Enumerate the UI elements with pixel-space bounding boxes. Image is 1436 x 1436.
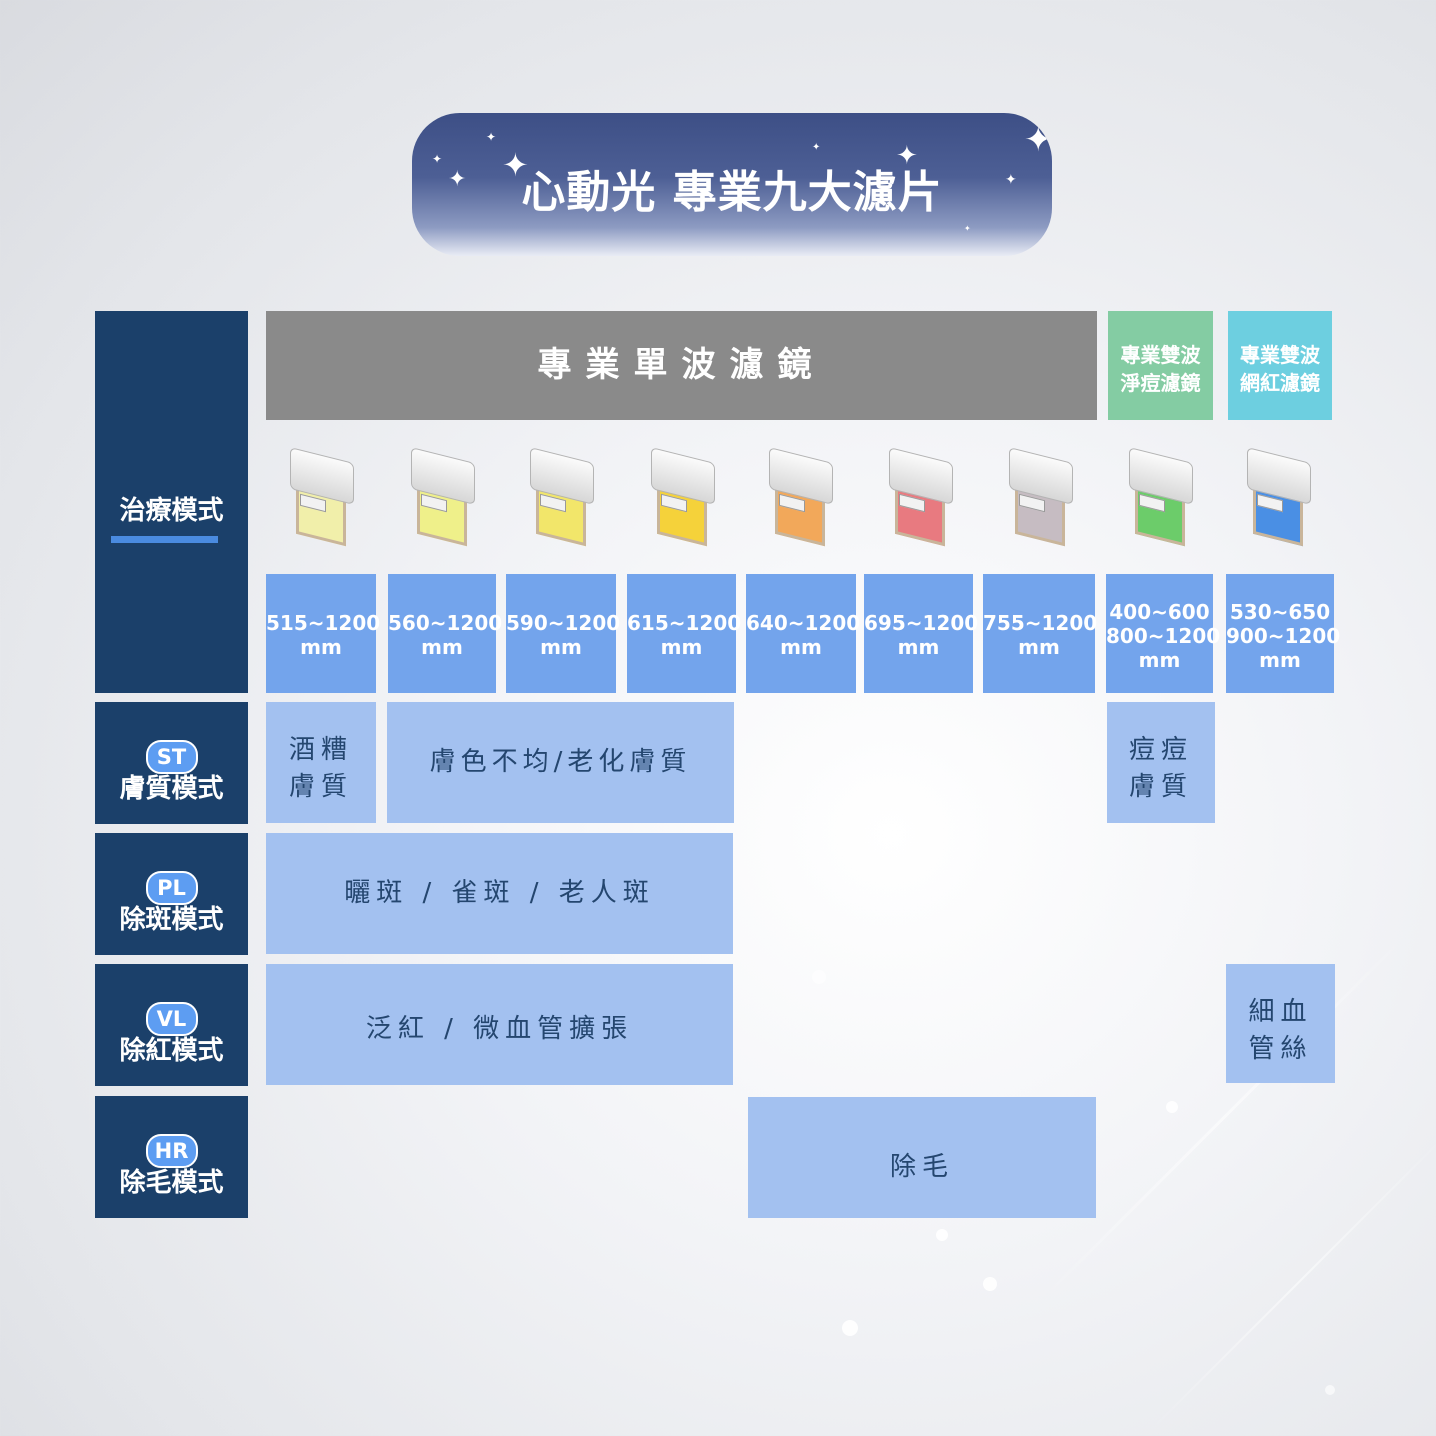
bokeh-dot — [936, 1229, 948, 1241]
bokeh-dot — [983, 1277, 997, 1291]
sparkle-icon: ✦ — [964, 224, 971, 233]
wavelength-range: 755~1200 — [983, 611, 1098, 635]
header-single-wave: 專業單波濾鏡 — [266, 311, 1097, 420]
wavelength-unit: mm — [300, 635, 342, 659]
page-title: 心動光 專業九大濾片 — [521, 167, 943, 218]
wavelength-range: 400~600 — [1109, 600, 1210, 624]
wavelength-range: 530~650 — [1229, 600, 1331, 624]
wavelength-range: 900~1200 — [1226, 624, 1341, 648]
treatment-spider-veins: 細血 管絲 — [1226, 964, 1335, 1083]
treatment-spots: 曬斑 / 雀斑 / 老人斑 — [266, 833, 733, 954]
treatment-label: 膚色不均/老化膚質 — [429, 747, 692, 777]
wavelength-cell: 615~1200 mm — [627, 574, 742, 693]
header-vascular-line1: 專業雙波 — [1240, 343, 1320, 367]
treatment-line: 痘痘 — [1128, 735, 1193, 765]
wavelength-unit: mm — [1138, 648, 1181, 672]
wavelength-cell: 590~1200 mm — [506, 574, 621, 693]
sparkle-icon: ✦ — [1005, 172, 1017, 188]
sparkle-icon: ✦ — [448, 167, 467, 192]
mode-row-vl: VL 除紅模式 — [95, 964, 248, 1086]
filter-image — [1005, 447, 1075, 550]
wavelength-cell: 560~1200 mm — [388, 574, 503, 693]
filter-image — [885, 447, 955, 550]
wavelength-range: 590~1200 — [506, 611, 621, 635]
header-vascular-line2: 網紅濾鏡 — [1240, 371, 1320, 395]
wavelength-cell: 530~650 900~1200 mm — [1226, 574, 1341, 693]
treatment-acne: 痘痘 膚質 — [1107, 702, 1215, 823]
mode-badge: PL — [145, 871, 198, 905]
mode-name: 膚質模式 — [119, 774, 224, 804]
wavelength-range: 615~1200 — [627, 611, 742, 635]
header-acne-line1: 專業雙波 — [1120, 343, 1201, 367]
mode-badge: VL — [145, 1002, 198, 1036]
wavelength-range: 515~1200 — [266, 611, 381, 635]
treatment-line: 膚質 — [1128, 772, 1193, 802]
mode-column-title: 治療模式 — [119, 496, 224, 526]
wavelength-unit: mm — [660, 635, 703, 659]
treatment-label: 泛紅 / 微血管擴張 — [365, 1014, 634, 1044]
header-acne-line2: 淨痘濾鏡 — [1120, 371, 1201, 395]
light-streak — [1149, 1133, 1436, 1432]
treatment-line: 管絲 — [1248, 1034, 1313, 1064]
bokeh-dot — [812, 970, 826, 984]
treatment-label: 曬斑 / 雀斑 / 老人斑 — [344, 878, 655, 908]
sparkle-icon: ✦ — [502, 146, 529, 184]
sparkle-icon: ✦ — [1024, 120, 1052, 160]
sparkle-icon: ✦ — [432, 152, 443, 166]
wavelength-range: 640~1200 — [746, 611, 861, 635]
treatment-redness: 泛紅 / 微血管擴張 — [266, 964, 733, 1085]
header-vascular-filter: 專業雙波 網紅濾鏡 — [1228, 311, 1332, 420]
treatment-line: 膚質 — [288, 772, 353, 802]
treatment-line: 酒糟 — [288, 735, 353, 765]
header-single-wave-label: 專業單波濾鏡 — [537, 345, 826, 385]
filter-image — [526, 447, 596, 550]
wavelength-unit: mm — [1018, 635, 1060, 659]
sparkle-icon: ✦ — [896, 141, 918, 171]
wavelength-unit: mm — [1259, 648, 1301, 672]
treatment-line: 細血 — [1248, 997, 1313, 1027]
sparkle-icon: ✦ — [692, 204, 701, 215]
wavelength-unit: mm — [421, 635, 463, 659]
mode-row-pl: PL 除斑模式 — [95, 833, 248, 955]
mode-badge: ST — [145, 740, 198, 774]
bokeh-dot — [1166, 1101, 1178, 1113]
mode-row-st: ST 膚質模式 — [95, 702, 248, 824]
mode-name: 除紅模式 — [119, 1036, 224, 1066]
treatment-hair-removal: 除毛 — [748, 1097, 1096, 1218]
wavelength-range: 800~1200 — [1106, 624, 1221, 648]
title-banner: ✦ ✦ ✦ ✦ ✦ ✦ ✦ ✦ ✦ ✦ 心動光 專業九大濾片 — [412, 113, 1052, 256]
filter-image — [1125, 447, 1195, 550]
filter-image — [765, 447, 835, 550]
bokeh-dot — [842, 1320, 858, 1336]
header-acne-filter: 專業雙波 淨痘濾鏡 — [1108, 311, 1213, 420]
wavelength-cell: 400~600 800~1200 mm — [1106, 574, 1221, 693]
wavelength-unit: mm — [897, 635, 940, 659]
filter-image — [647, 447, 717, 550]
filter-image — [407, 447, 477, 550]
mode-row-hr: HR 除毛模式 — [95, 1096, 248, 1218]
mode-header-cell: 治療模式 — [95, 311, 248, 693]
wavelength-cell: 695~1200 mm — [864, 574, 979, 693]
treatment-skin-tone: 膚色不均/老化膚質 — [387, 702, 734, 823]
wavelength-range: 560~1200 — [388, 611, 503, 635]
mode-badge: HR — [145, 1134, 198, 1168]
wavelength-cell: 640~1200 mm — [746, 574, 861, 693]
filter-image — [286, 447, 356, 550]
wavelength-unit: mm — [540, 635, 582, 659]
sparkle-icon: ✦ — [486, 130, 497, 144]
treatment-label: 除毛 — [889, 1152, 954, 1182]
title-underline — [111, 536, 218, 543]
filter-image — [1243, 447, 1313, 550]
wavelength-cell: 515~1200 mm — [266, 574, 381, 693]
wavelength-cell: 755~1200 mm — [983, 574, 1098, 693]
bokeh-dot — [1325, 1385, 1335, 1395]
sparkle-icon: ✦ — [812, 142, 821, 153]
wavelength-unit: mm — [780, 635, 822, 659]
mode-name: 除毛模式 — [119, 1168, 224, 1198]
treatment-rosacea: 酒糟 膚質 — [266, 702, 376, 823]
wavelength-range: 695~1200 — [864, 611, 979, 635]
mode-name: 除斑模式 — [119, 905, 224, 935]
